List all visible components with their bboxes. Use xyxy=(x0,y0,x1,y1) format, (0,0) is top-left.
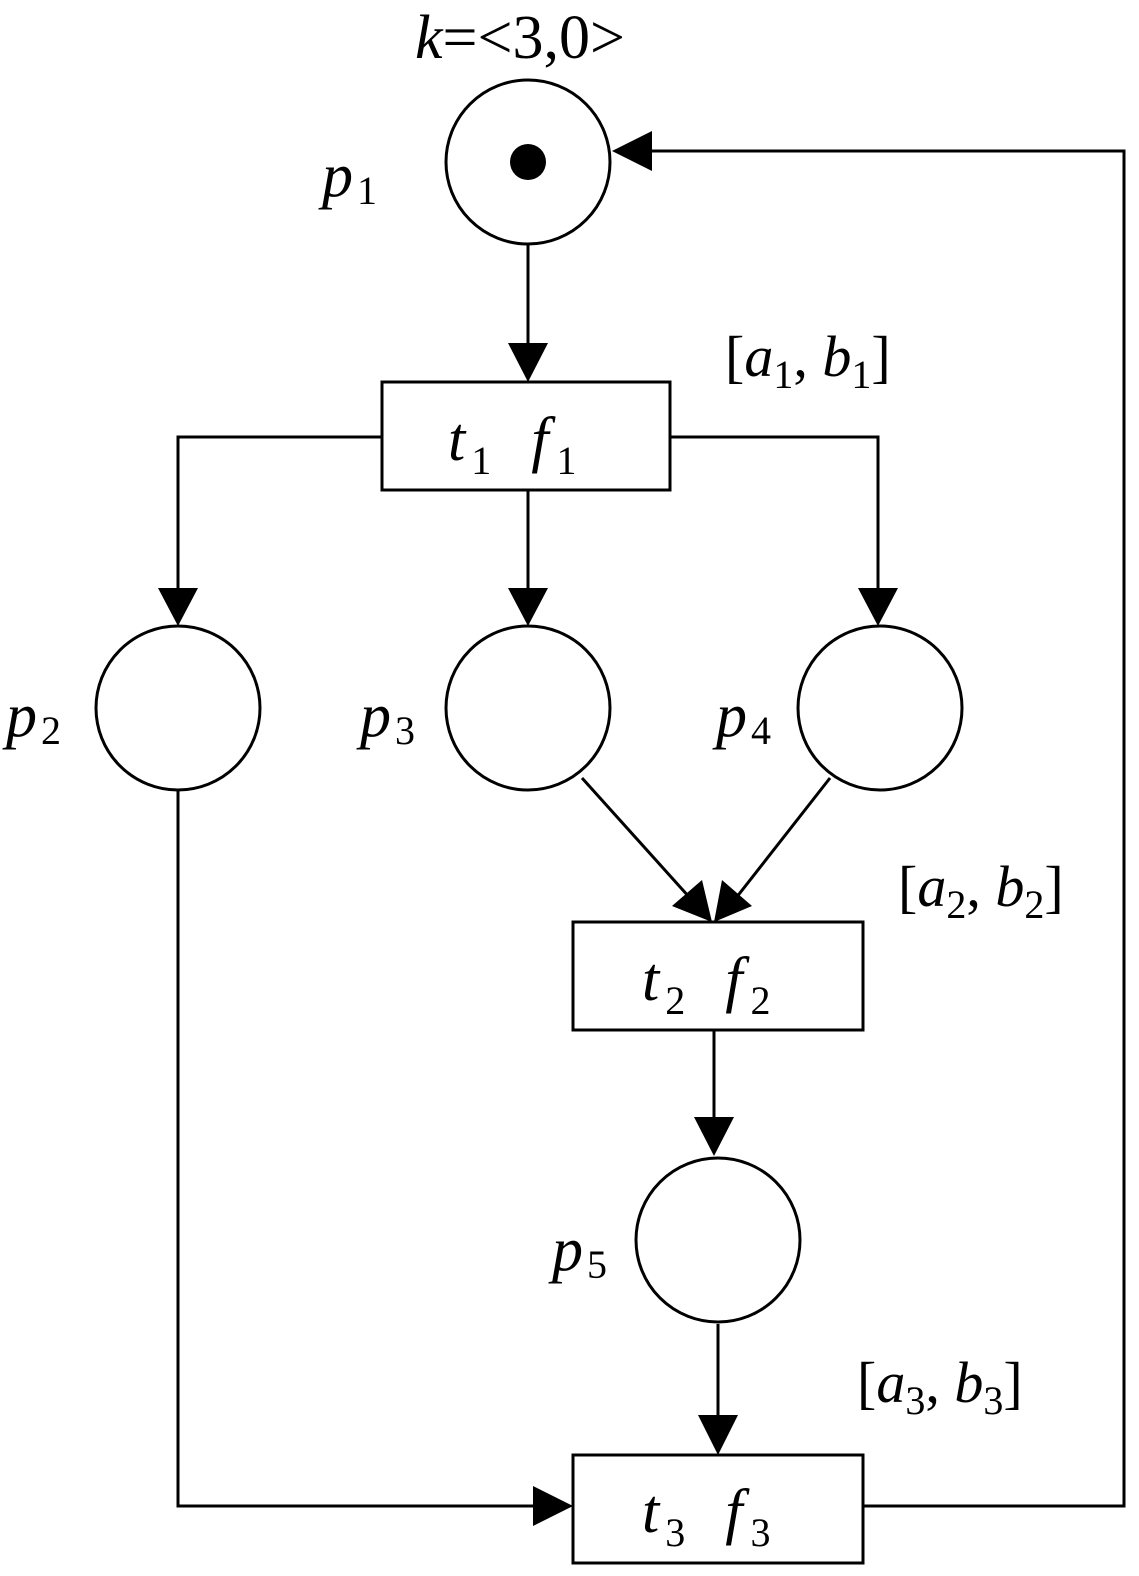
place-p5-circle xyxy=(634,1156,802,1324)
arrowhead-t1-p4 xyxy=(858,588,898,626)
interval-t3: [a3, b3] xyxy=(857,1350,1023,1423)
arc-p2-t3 xyxy=(176,790,535,1508)
marking-label: k=<3,0> xyxy=(415,4,625,72)
arc-p4-t2 xyxy=(734,777,832,899)
marking-value: =<3,0> xyxy=(443,4,625,72)
token-dot xyxy=(510,144,546,180)
arcs xyxy=(158,131,1126,1526)
marking-var: k xyxy=(415,4,444,72)
arrowhead-t3-p1 xyxy=(612,131,652,171)
place-p4-circle xyxy=(796,624,964,792)
arrowhead-p2-t3 xyxy=(533,1486,573,1526)
arrowhead-p1-t1 xyxy=(508,343,548,382)
arrowhead-t1-p3 xyxy=(508,588,548,626)
arc-t1-p2 xyxy=(176,435,382,590)
arc-t1-p4 xyxy=(670,435,880,590)
transition-t3-box xyxy=(571,1453,865,1565)
arrowhead-t1-p2 xyxy=(158,588,198,626)
arc-p3-t2 xyxy=(580,776,692,900)
transition-t1-box xyxy=(380,380,672,492)
interval-t1: [a1, b1] xyxy=(725,324,891,397)
place-p2-circle xyxy=(94,624,262,792)
place-p3-circle xyxy=(444,624,612,792)
interval-t2: [a2, b2] xyxy=(898,854,1064,927)
arrowhead-t2-p5 xyxy=(694,1117,734,1156)
arrowhead-p5-t3 xyxy=(698,1415,738,1455)
arc-t3-p1 xyxy=(650,149,1126,1508)
arrowhead-p4-t2 xyxy=(714,880,752,922)
arrowhead-p3-t2 xyxy=(672,880,712,922)
transition-t2-box xyxy=(571,920,865,1032)
